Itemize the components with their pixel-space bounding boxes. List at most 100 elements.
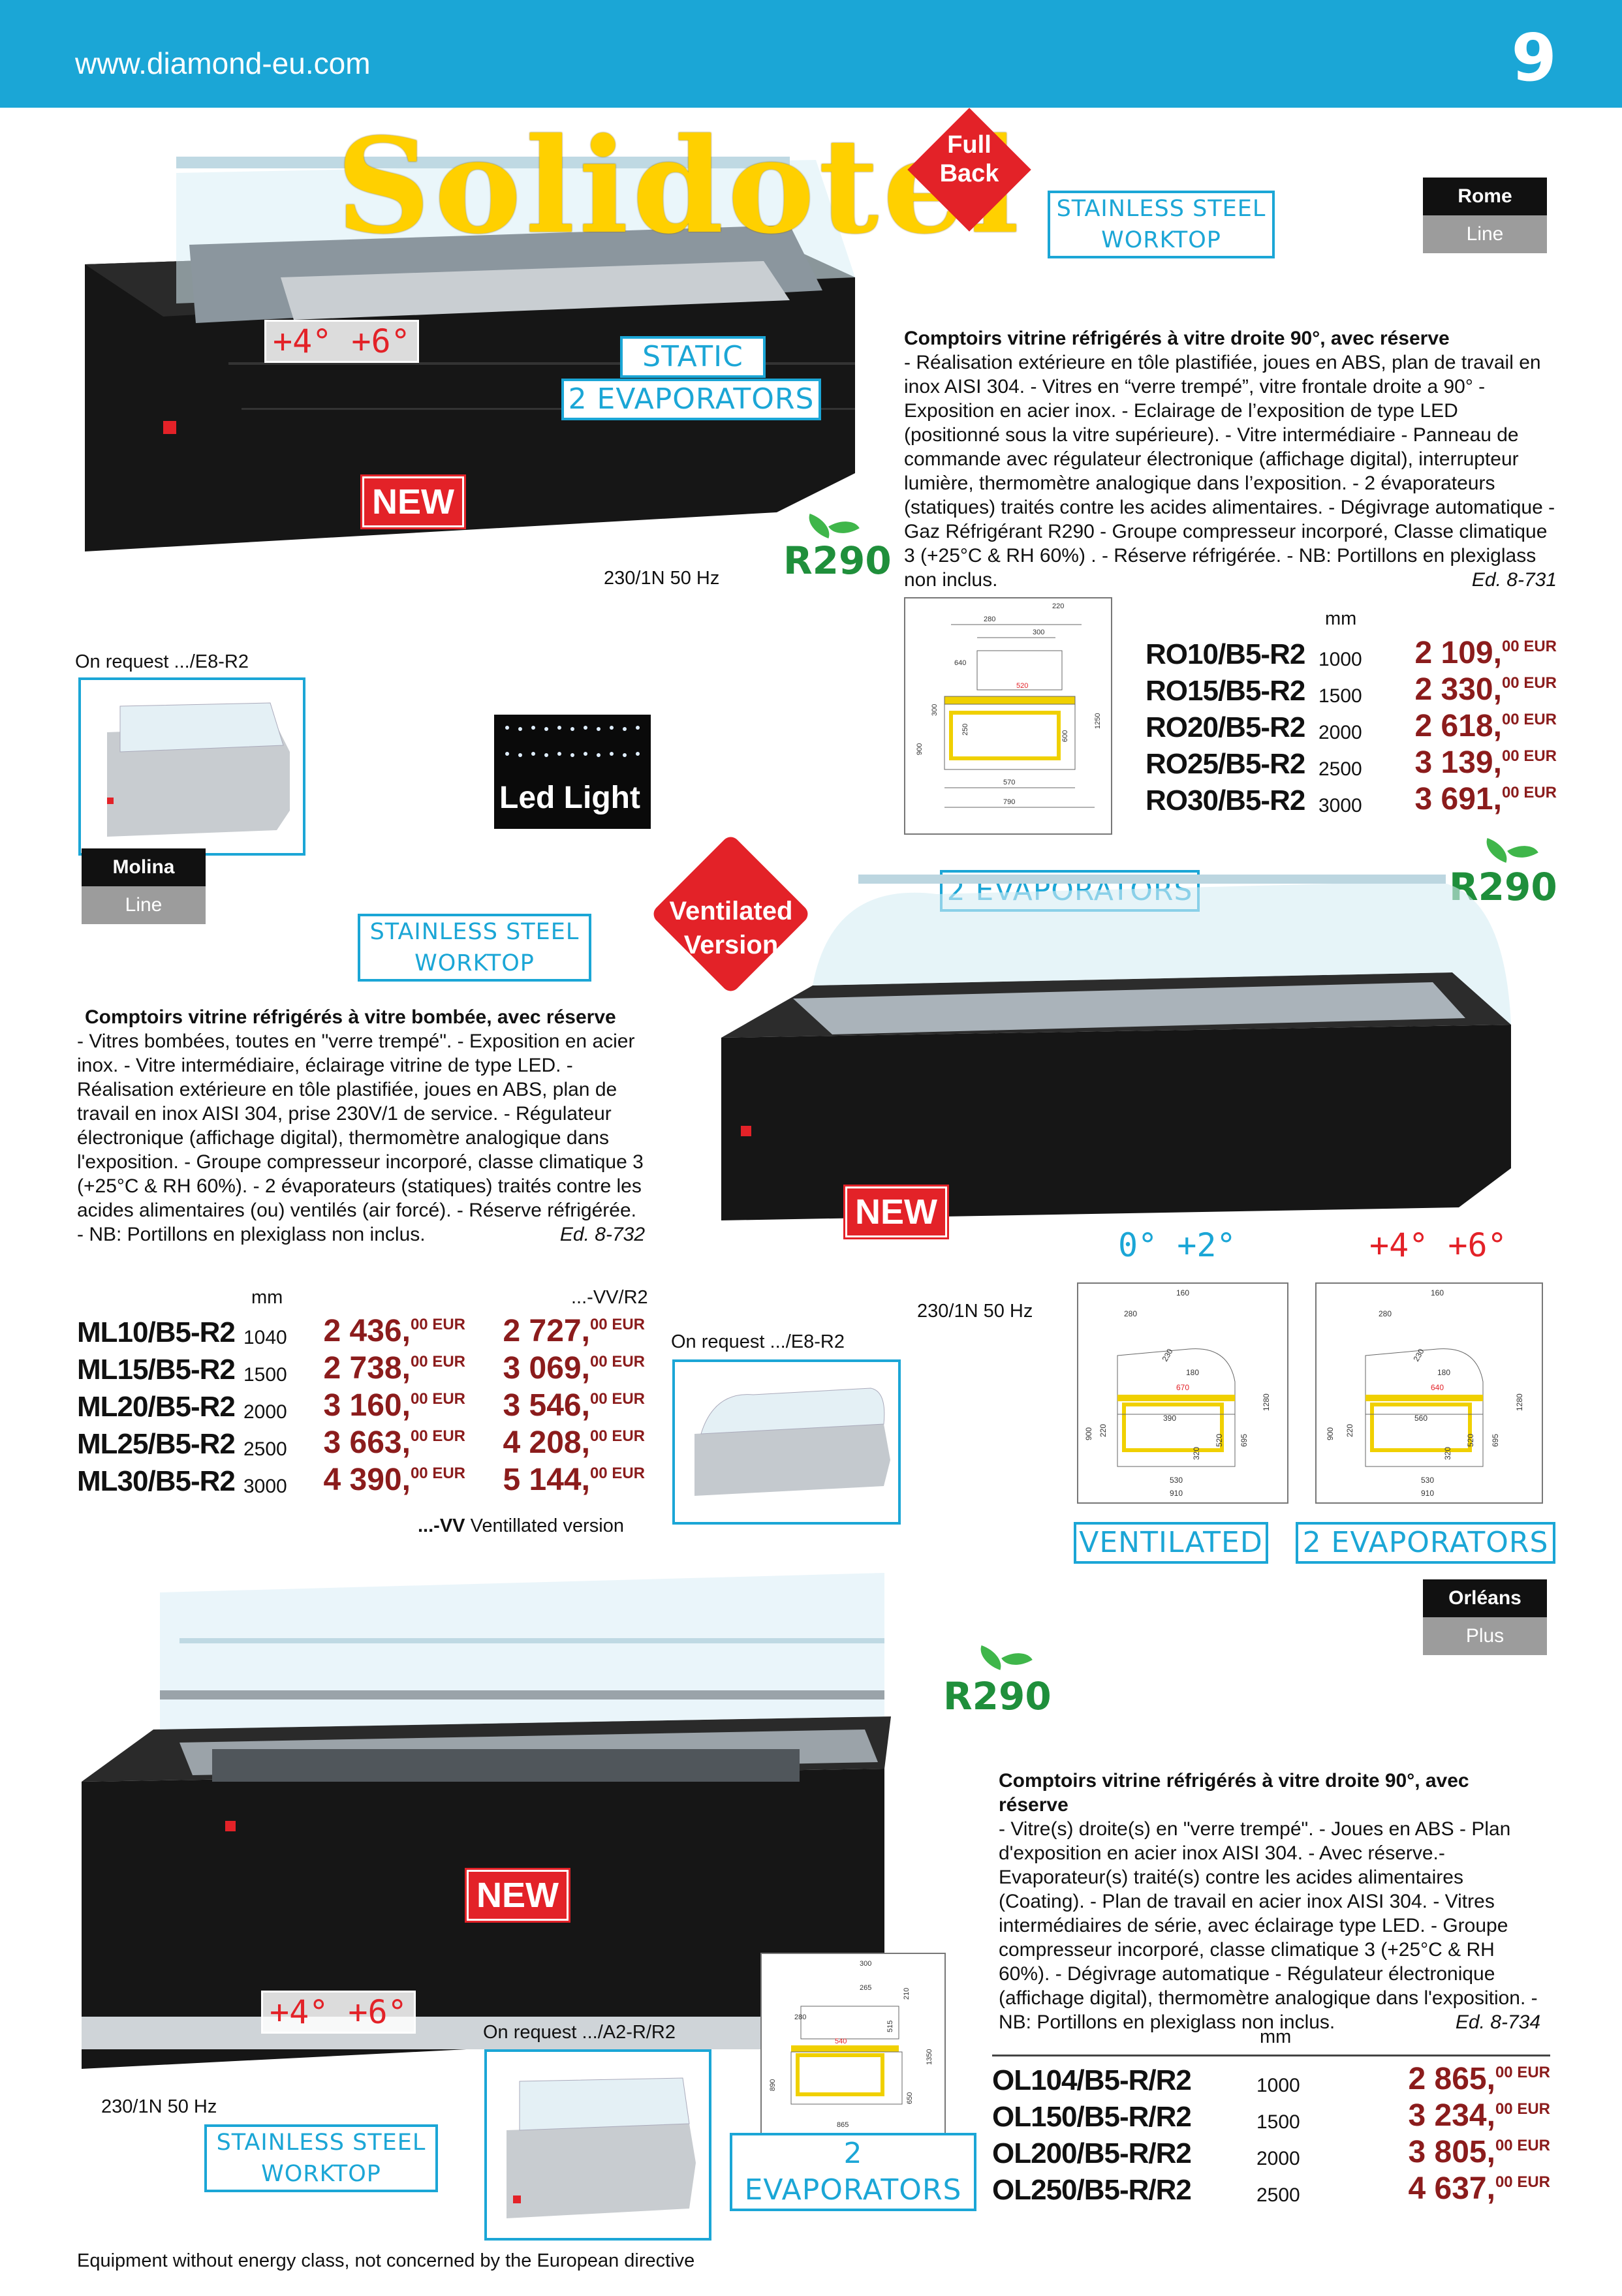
page-number: 9 xyxy=(1511,20,1557,96)
dim-1250: 1250 xyxy=(1094,713,1102,729)
dim-910: 910 xyxy=(1170,1489,1183,1498)
led-light-label: Led Light xyxy=(499,781,640,815)
molina-price-table: ML10/B5-R2 1040 2 436,00 EUR 2 727,00 EU… xyxy=(77,1312,645,1498)
molina-edition: Ed. 8-732 xyxy=(559,1224,645,1245)
model-code: ML25/B5-R2 xyxy=(77,1428,236,1460)
dim-160: 160 xyxy=(1176,1288,1189,1297)
price-value: 2 738, xyxy=(323,1351,411,1386)
solidotel-logo: Solidotel xyxy=(336,110,1023,263)
worktop-line1: STAINLESS STEEL xyxy=(369,919,580,945)
orleans-desc-body: - Vitre(s) droite(s) en "verre trempé". … xyxy=(999,1818,1538,2033)
dim-900: 900 xyxy=(1084,1427,1093,1440)
model-price: 3 234,00 EUR xyxy=(1364,2097,1551,2133)
price-value: 2 727, xyxy=(503,1314,590,1348)
table-row: ML15/B5-R2 1500 2 738,00 EUR 3 069,00 EU… xyxy=(77,1349,645,1386)
model-code: OL104/B5-R/R2 xyxy=(992,2064,1192,2096)
model-code: OL250/B5-R/R2 xyxy=(992,2174,1192,2206)
price-value: 3 546, xyxy=(503,1388,590,1423)
orleans-desc-title: Comptoirs vitrine réfrigérés à vitre dro… xyxy=(999,1770,1469,1816)
molina-diagram-static: 160 280 180 230 640 900 220 560 320 520 … xyxy=(1315,1282,1543,1504)
molina-on-request: On request .../E8-R2 xyxy=(671,1331,845,1352)
price-cents: 00 EUR xyxy=(1495,2173,1550,2191)
dim-320: 320 xyxy=(1443,1447,1452,1460)
table-row: OL200/B5-R/R2 2000 3 805,00 EUR xyxy=(992,2133,1550,2170)
dim-230: 230 xyxy=(1160,1347,1174,1363)
model-code: RO25/B5-R2 xyxy=(1146,748,1305,780)
rome-price-table: RO10/B5-R2 1000 2 109,00 EUR RO15/B5-R2 … xyxy=(1146,634,1557,817)
molina-product-photo xyxy=(663,868,1553,1260)
dim-230: 230 xyxy=(1411,1347,1426,1363)
orleans-temperature-badge: +4° +6° xyxy=(261,1991,416,2034)
table-row: OL104/B5-R/R2 1000 2 865,00 EUR xyxy=(992,2060,1550,2097)
model-price: 2 865,00 EUR xyxy=(1364,2060,1551,2097)
price-cents: 00 EUR xyxy=(589,1427,645,1445)
model-code: ML20/B5-R2 xyxy=(77,1391,236,1423)
model-length: 2000 xyxy=(1318,722,1362,743)
price-cents: 00 EUR xyxy=(1501,747,1557,765)
molina-diagram-ventilated: 160 280 180 230 670 900 220 390 320 520 … xyxy=(1077,1282,1288,1504)
molina-ventilated-tag: VENTILATED xyxy=(1074,1522,1268,1564)
dim-695: 695 xyxy=(1491,1434,1500,1447)
price-cents: 00 EUR xyxy=(410,1316,465,1333)
model-length: 2500 xyxy=(1318,758,1362,780)
vv-note-text: Ventillated version xyxy=(470,1515,624,1536)
leaf-icon xyxy=(1001,1645,1033,1673)
molina-on-request-photo xyxy=(672,1359,901,1525)
dim-280: 280 xyxy=(794,2013,806,2021)
dim-865: 865 xyxy=(837,2121,849,2129)
price-value: 2 865, xyxy=(1408,2062,1495,2096)
model-length: 1500 xyxy=(243,1364,287,1386)
table-row: RO30/B5-R2 3000 3 691,00 EUR xyxy=(1146,781,1557,817)
rome-desc-title: Comptoirs vitrine réfrigérés à vitre dro… xyxy=(904,328,1450,349)
model-code: ML30/B5-R2 xyxy=(77,1465,236,1497)
table-row: ML30/B5-R2 3000 4 390,00 EUR 5 144,00 EU… xyxy=(77,1461,645,1498)
molina-mm-header: mm xyxy=(251,1287,283,1308)
model-price-vv: 2 727,00 EUR xyxy=(465,1312,646,1349)
table-row: RO10/B5-R2 1000 2 109,00 EUR xyxy=(1146,634,1557,671)
dim-300: 300 xyxy=(1033,628,1044,636)
worktop-line2: WORKTOP xyxy=(414,950,535,976)
led-light-photo: Led Light xyxy=(494,715,651,829)
model-price: 4 637,00 EUR xyxy=(1364,2170,1551,2207)
model-code: RO20/B5-R2 xyxy=(1146,711,1305,743)
header-bar xyxy=(0,0,1622,108)
dim-900: 900 xyxy=(916,743,924,755)
molina-vv-header: ...-VV/R2 xyxy=(571,1287,648,1308)
molina-worktop-tag: STAINLESS STEEL WORKTOP xyxy=(358,914,591,982)
dim-280: 280 xyxy=(984,615,995,623)
dim-180: 180 xyxy=(1437,1368,1450,1377)
price-value: 2 109, xyxy=(1414,636,1502,670)
price-cents: 00 EUR xyxy=(1495,2064,1550,2081)
molina-evaporators-tag: 2 EVAPORATORS xyxy=(1296,1522,1555,1564)
orleans-r290-badge: R290 xyxy=(940,1641,1052,1723)
website-url[interactable]: www.diamond-eu.com xyxy=(75,46,371,80)
price-cents: 00 EUR xyxy=(1501,638,1557,655)
model-length: 3000 xyxy=(1318,795,1362,816)
rome-line-tag: Rome Line xyxy=(1423,178,1547,253)
dim-540: 540 xyxy=(835,2038,847,2045)
model-length: 1500 xyxy=(1256,2111,1300,2133)
dim-1280: 1280 xyxy=(1262,1393,1271,1411)
rome-on-request: On request .../E8-R2 xyxy=(75,651,249,672)
model-code: RO30/B5-R2 xyxy=(1146,784,1305,816)
price-cents: 00 EUR xyxy=(1495,2100,1550,2118)
model-length: 2000 xyxy=(1256,2148,1300,2169)
molina-temperature-static: +4° +6° xyxy=(1361,1224,1516,1267)
model-length: 3000 xyxy=(243,1476,287,1497)
table-row: RO15/B5-R2 1500 2 330,00 EUR xyxy=(1146,671,1557,707)
price-cents: 00 EUR xyxy=(1501,784,1557,801)
rome-temperature-badge: +4° +6° xyxy=(264,320,419,363)
table-row: OL150/B5-R/R2 1500 3 234,00 EUR xyxy=(992,2097,1550,2133)
vent-line1: Ventilated xyxy=(669,897,793,925)
price-value: 3 139, xyxy=(1414,745,1502,780)
molina-desc-title: Comptoirs vitrine réfrigérés à vitre bom… xyxy=(85,1006,616,1028)
orleans-new-badge: NEW xyxy=(467,1870,569,1921)
orleans-edition: Ed. 8-734 xyxy=(1455,2011,1540,2033)
dim-790: 790 xyxy=(1003,798,1015,806)
orleans-price-table: OL104/B5-R/R2 1000 2 865,00 EUR OL150/B5… xyxy=(992,2055,1550,2207)
price-cents: 00 EUR xyxy=(410,1465,465,1482)
line-label: Line xyxy=(82,886,206,924)
vv-note-code: ...-VV xyxy=(418,1515,465,1536)
model-length: 2500 xyxy=(243,1438,287,1460)
